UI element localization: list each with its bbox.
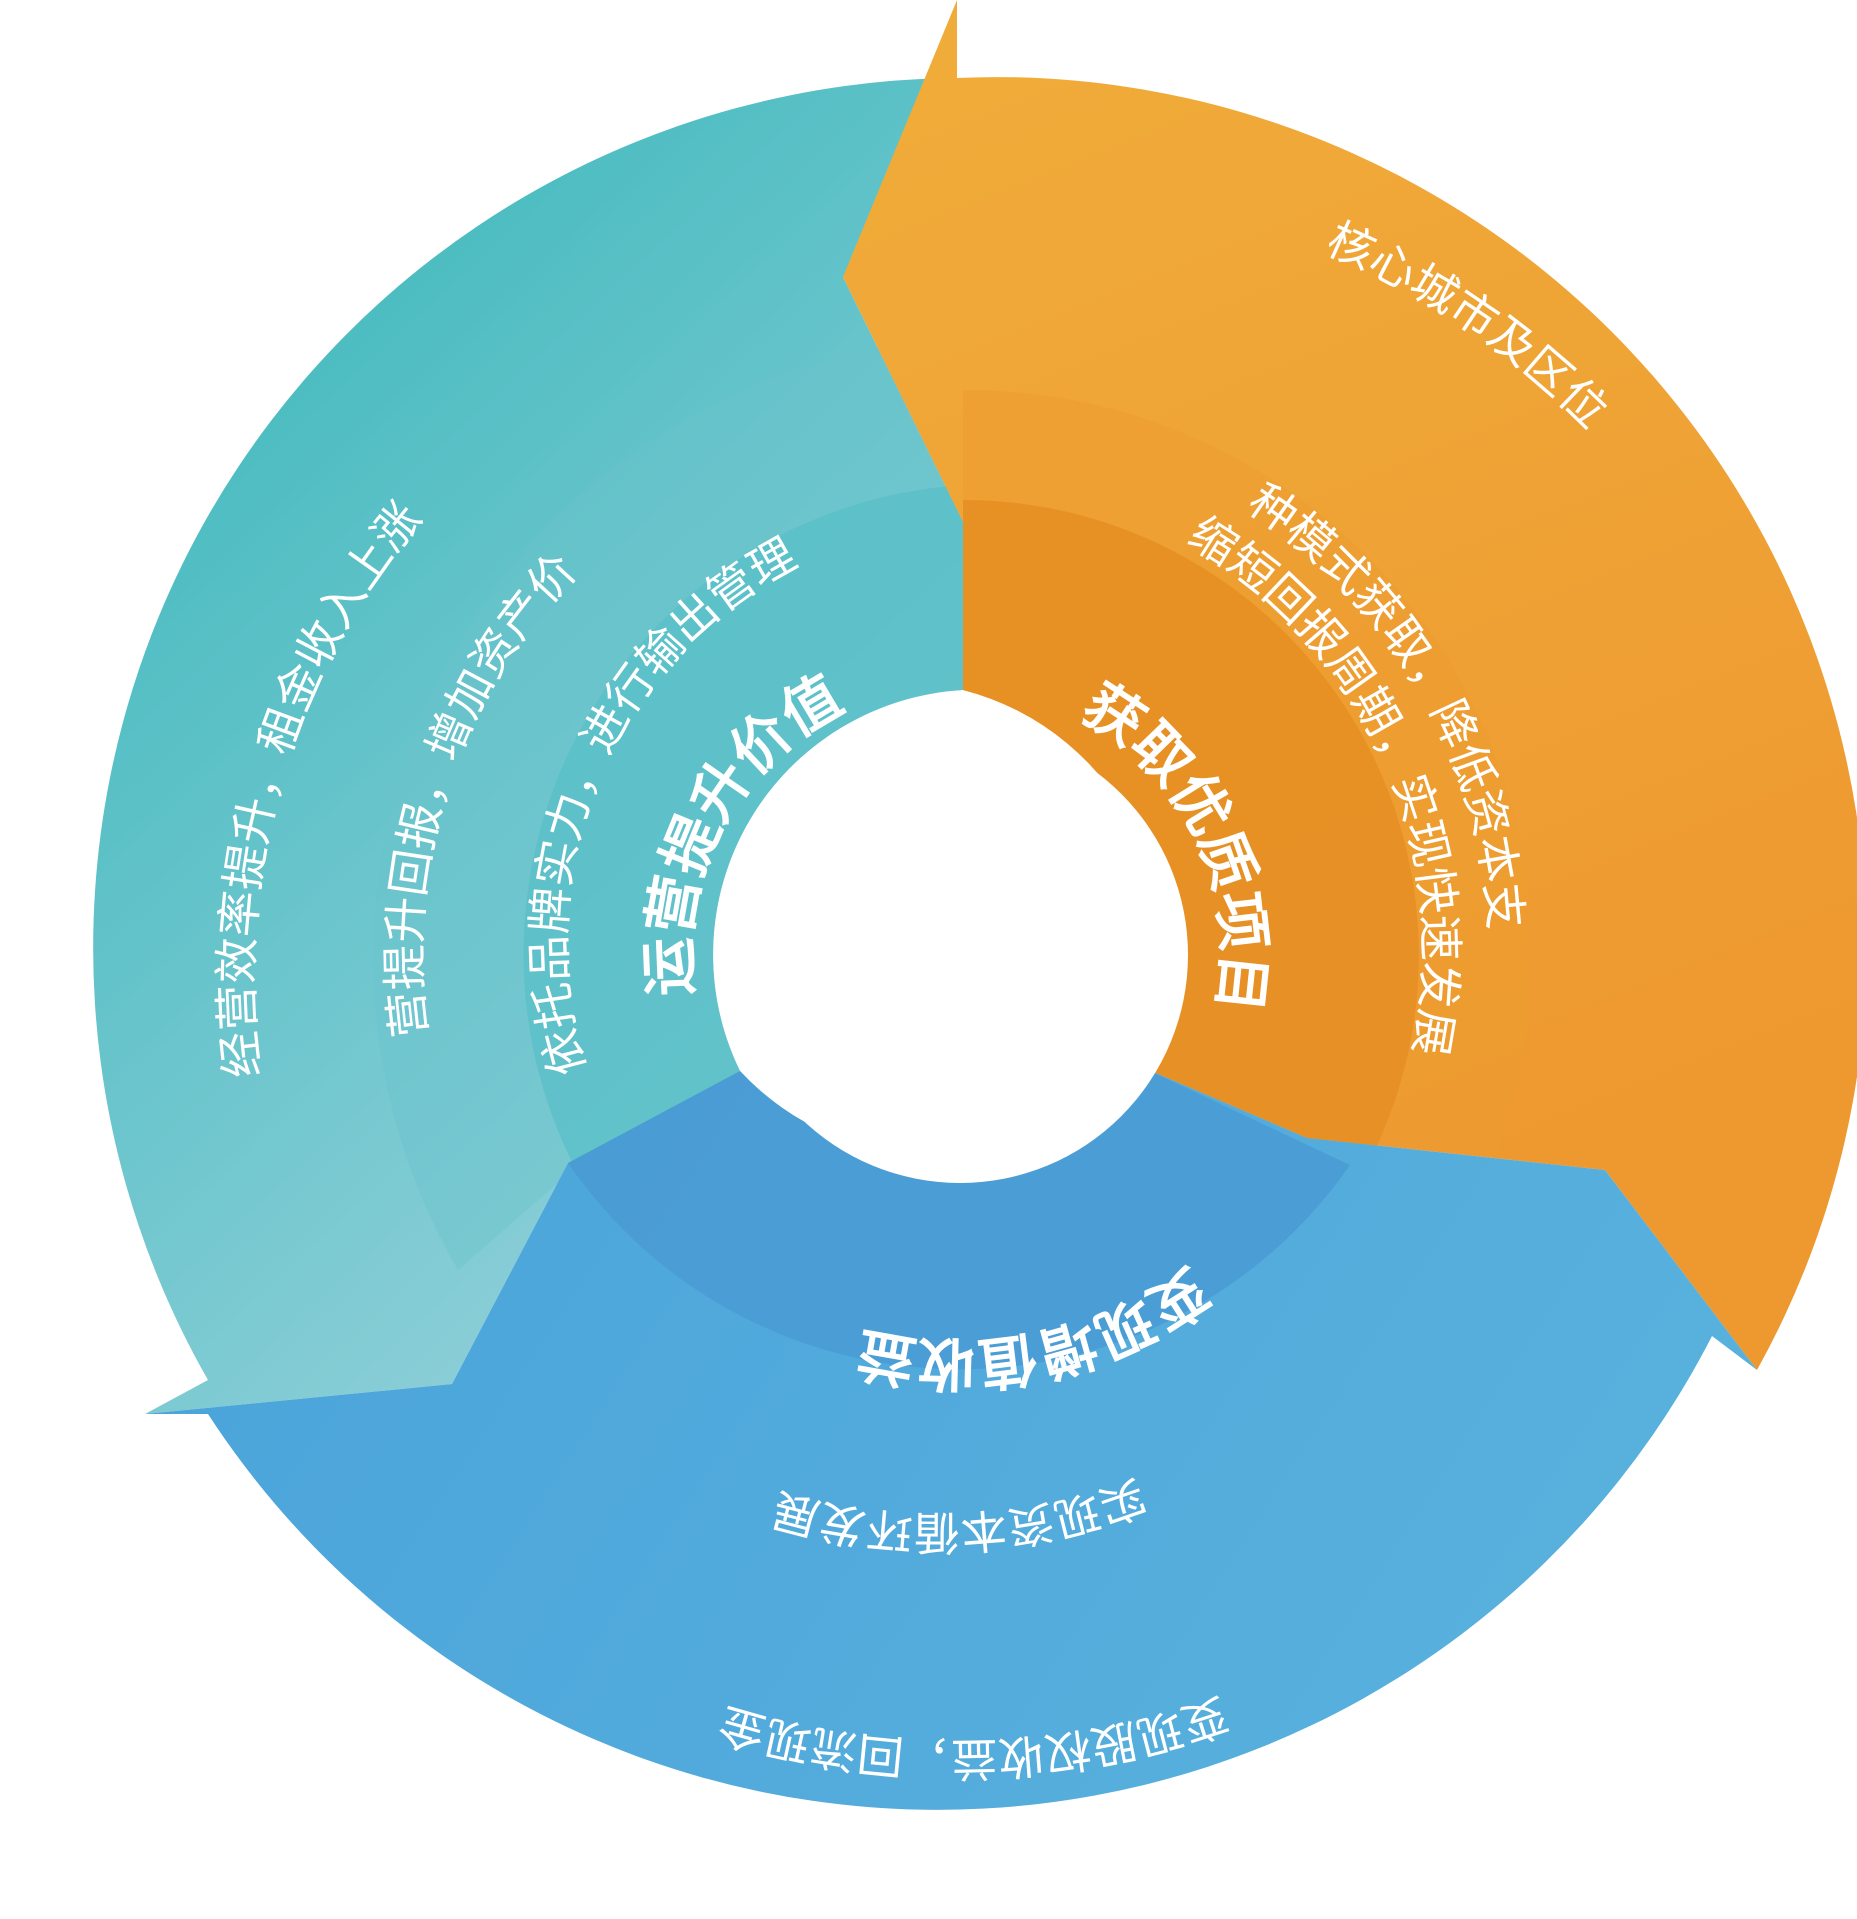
center-hole — [732, 727, 1188, 1183]
operate-inner-ring — [523, 485, 963, 1168]
realize-arrow-band — [145, 1064, 1757, 1810]
realize-segment — [145, 1064, 1757, 1810]
acquire-segment — [843, 0, 1857, 1370]
realize-inner-ring — [568, 1064, 1350, 1370]
operate-segment — [93, 78, 964, 1414]
acquire-inner-ring — [963, 499, 1419, 1160]
operate-middle-ring — [373, 340, 964, 1270]
operate-arrow-band — [93, 78, 964, 1414]
